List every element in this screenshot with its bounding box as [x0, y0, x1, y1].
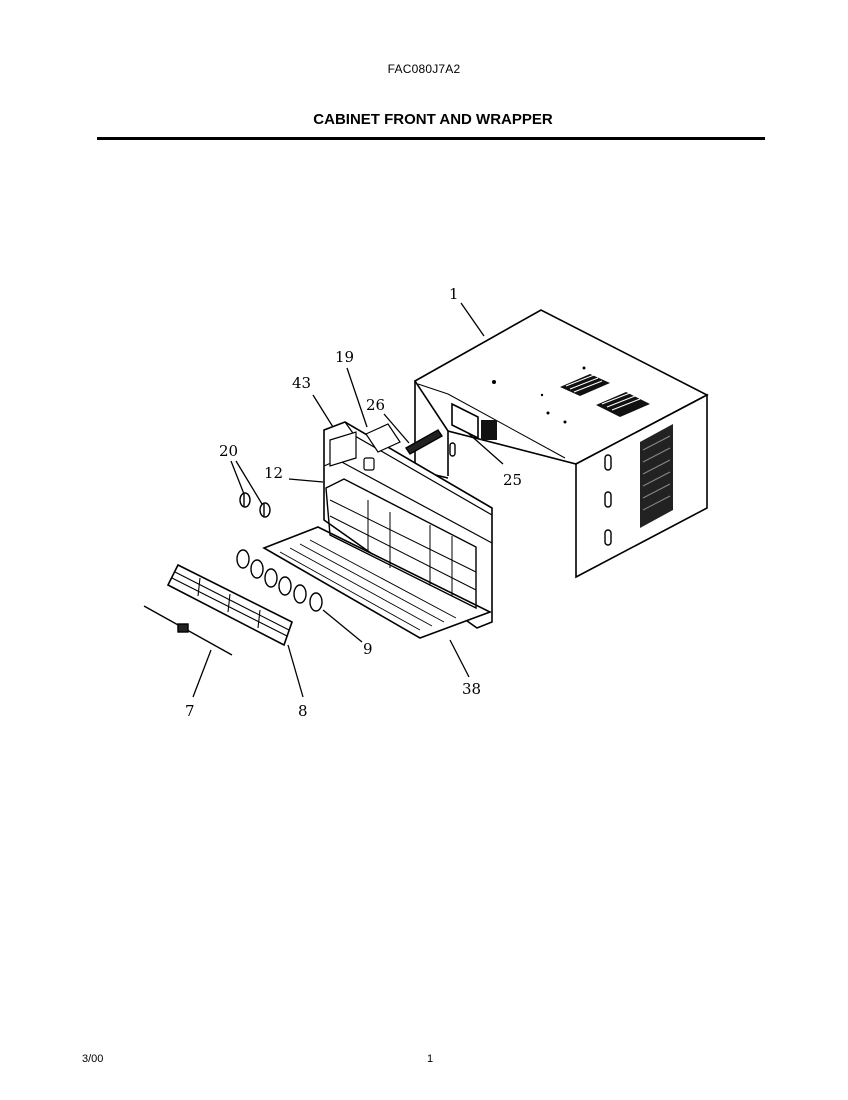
section-title: CABINET FRONT AND WRAPPER [313, 111, 553, 128]
callout-7: 7 [185, 702, 195, 720]
callout-8: 8 [298, 702, 308, 720]
callout-25: 25 [503, 471, 522, 489]
callout-19: 19 [335, 348, 354, 366]
callout-1: 1 [449, 285, 459, 303]
part-19-label-plate [365, 423, 401, 453]
footer-date: 3/00 [82, 1053, 104, 1065]
callout-26: 26 [366, 396, 385, 414]
part-26-bracket [404, 429, 444, 455]
callout-20: 20 [219, 442, 238, 460]
callout-labels: 1 19 43 26 20 12 25 9 38 7 8 [185, 285, 522, 720]
callout-12: 12 [264, 464, 283, 482]
part-9-knobs [236, 549, 323, 612]
part-7-linkage [143, 605, 233, 656]
page-number: 1 [427, 1053, 434, 1065]
part-8-louver [166, 563, 293, 647]
callout-43: 43 [292, 374, 311, 392]
leader-lines [192, 302, 504, 698]
part-20-screws [239, 492, 271, 518]
callout-38: 38 [462, 680, 481, 698]
callout-9: 9 [363, 640, 373, 658]
cabinet-front [262, 421, 493, 639]
title-divider [97, 137, 765, 140]
model-number: FAC080J7A2 [387, 62, 461, 76]
cabinet-wrapper [413, 309, 709, 579]
